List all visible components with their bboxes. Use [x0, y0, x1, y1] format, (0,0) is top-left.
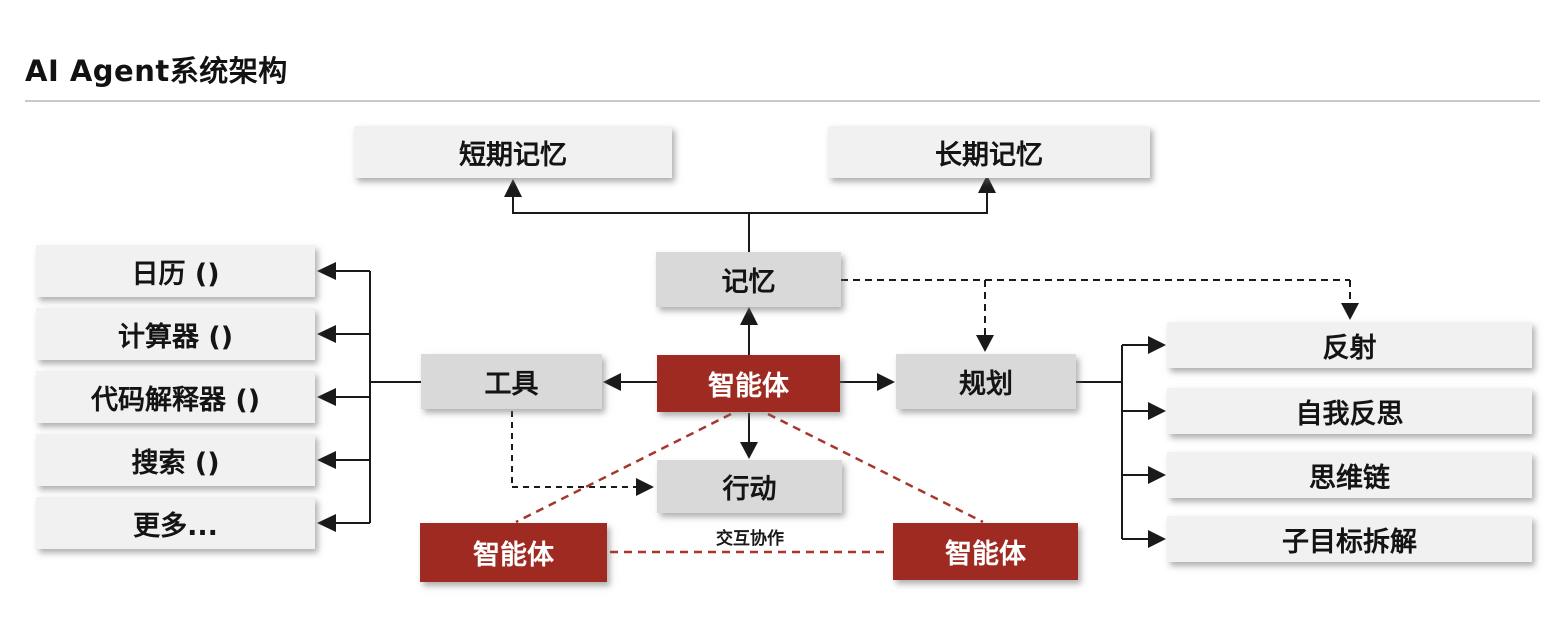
collaboration-label: 交互协作	[716, 529, 784, 549]
node-short-term-memory: 短期记忆	[354, 126, 672, 178]
agent-to-memory-arrow	[740, 307, 758, 355]
node-agent-bottom-left: 智能体	[420, 523, 607, 582]
memory-dashed-connector	[841, 279, 1359, 352]
tool-item-more: 更多...	[36, 497, 315, 549]
node-action: 行动	[657, 460, 842, 513]
node-agent-bottom-right: 智能体	[893, 523, 1078, 580]
agent-to-tools-arrow	[603, 373, 657, 391]
tool-item-calendar: 日历 ()	[36, 245, 315, 297]
planning-item-chain-of-thought: 思维链	[1167, 452, 1532, 498]
agent-to-planning-arrow	[840, 373, 895, 391]
tools-to-action-dashed-connector	[511, 411, 654, 496]
node-tools: 工具	[421, 354, 602, 409]
node-memory: 记忆	[656, 252, 841, 307]
planning-item-self-reflection: 自我反思	[1167, 388, 1532, 434]
agent-to-action-arrow	[740, 413, 758, 459]
planning-item-subgoal-decomposition: 子目标拆解	[1167, 516, 1532, 562]
tool-item-code-interpreter: 代码解释器 ()	[36, 371, 315, 423]
planning-fanout-connector	[1076, 336, 1166, 548]
memory-tree-connector	[504, 175, 996, 252]
tool-item-calculator: 计算器 ()	[36, 308, 315, 360]
planning-item-reflection: 反射	[1167, 322, 1532, 368]
page-title: AI Agent系统架构	[25, 54, 288, 88]
node-long-term-memory: 长期记忆	[828, 126, 1150, 178]
tools-fanout-connector	[317, 262, 421, 532]
node-planning: 规划	[896, 354, 1076, 409]
title-divider	[25, 100, 1540, 102]
node-agent-main: 智能体	[657, 355, 840, 412]
tool-item-search: 搜索 ()	[36, 434, 315, 486]
agent-collaboration-dashed-lines	[515, 412, 984, 554]
